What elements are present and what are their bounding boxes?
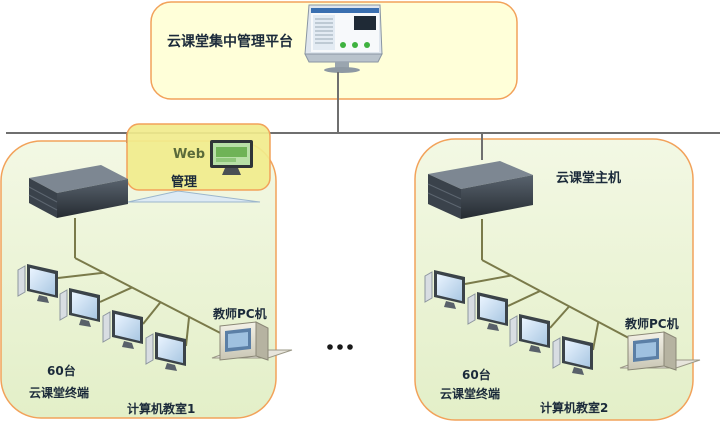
web-management-beam: [127, 190, 261, 203]
cloud-terminal-icon: [59, 288, 100, 327]
branch-line: [142, 301, 162, 325]
branch-line: [185, 316, 191, 347]
cloud-terminal-icon: [102, 310, 143, 349]
management-screen-icon: [304, 4, 383, 73]
spine-line: [481, 259, 641, 345]
web-label-line1: Web: [173, 147, 205, 162]
branch-line: [57, 271, 104, 279]
room1-teacher-label: 教师PC机: [213, 307, 267, 321]
room2-terminals-label: 云课堂终端: [440, 387, 501, 401]
cloud-terminal-icon: [424, 270, 465, 309]
spine-line: [74, 257, 231, 339]
cloud-terminal-icon: [467, 292, 508, 331]
host-label: 云课堂主机: [556, 171, 622, 186]
branch-line: [549, 305, 570, 329]
branch-line: [507, 290, 541, 307]
room2-count-label: 60台: [462, 368, 491, 382]
room1-count-label: 60台: [47, 364, 76, 378]
branch-line: [464, 274, 512, 285]
branch-line: [592, 321, 600, 351]
cloud-classroom-host-server: [427, 161, 533, 219]
room1-name-label: 计算机教室1: [127, 402, 196, 416]
branch-line: [99, 286, 133, 303]
room2-name-label: 计算机教室2: [540, 401, 609, 415]
classroom-2-network: [424, 219, 701, 375]
classroom-1-network: [17, 218, 293, 371]
web-monitor-icon: [210, 140, 253, 175]
platform-label: 云课堂集中管理平台: [167, 34, 293, 50]
classroom-1-server: [28, 165, 128, 218]
cloud-terminal-icon: [17, 264, 58, 303]
room2-teacher-label: 教师PC机: [625, 317, 679, 331]
teacher-pc-icon: [619, 331, 701, 371]
teacher-pc-icon: [211, 321, 293, 361]
web-label-line2: 管理: [171, 175, 198, 190]
more-classrooms-ellipsis: [327, 344, 353, 350]
room1-terminals-label: 云课堂终端: [29, 386, 90, 400]
cloud-terminal-icon: [552, 336, 593, 375]
cloud-terminal-icon: [509, 314, 550, 353]
cloud-terminal-icon: [145, 332, 186, 371]
